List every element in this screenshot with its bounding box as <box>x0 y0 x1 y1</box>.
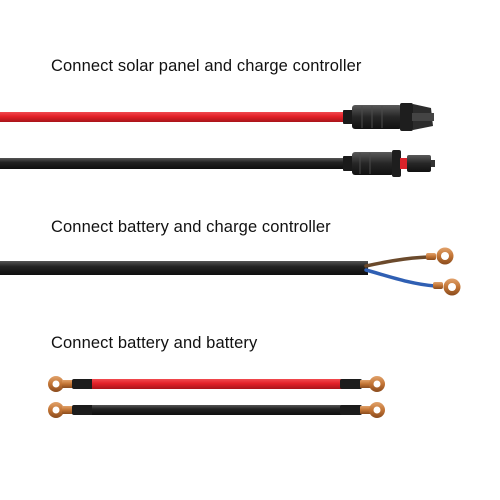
ring-terminal-icon <box>426 247 461 296</box>
solar-black-cable <box>0 158 345 169</box>
caption-battery-controller: Connect battery and charge controller <box>51 218 331 236</box>
battery-jumper-cable-icon <box>48 376 385 392</box>
battery-jumper-cable-icon <box>48 402 385 418</box>
caption-solar-panel-controller: Connect solar panel and charge controlle… <box>51 57 362 75</box>
battery-controller-cable <box>0 255 437 288</box>
mc4-female-connector-icon <box>343 103 434 131</box>
solar-red-cable <box>0 112 345 122</box>
caption-battery-battery: Connect battery and battery <box>51 334 258 352</box>
mc4-male-connector-icon <box>343 150 435 177</box>
